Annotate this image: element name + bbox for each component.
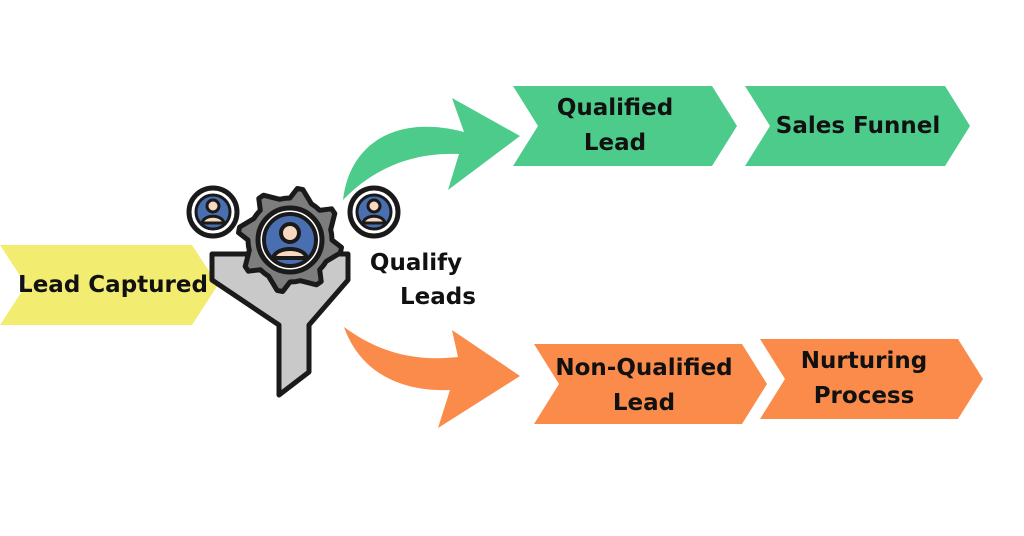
non-qualified-lead-chevron: [534, 344, 767, 424]
non-qualified-lead-line2: Lead: [612, 390, 676, 416]
qualified-lead-chevron: [513, 86, 737, 166]
center-user-avatar-icon: [262, 212, 318, 268]
nurturing-process-chevron: [760, 339, 983, 419]
qualify-leads-label: Qualify Leads: [362, 246, 492, 314]
qualified-lead-line2: Lead: [583, 130, 647, 156]
right-user-avatar-icon: [347, 185, 401, 239]
qualified-arrow-icon: [343, 98, 520, 200]
lead-captured-label: Lead Captured: [0, 245, 226, 325]
funnel-icon: [209, 251, 351, 398]
qualify-leads-line2: Leads: [400, 284, 476, 310]
lead-captured-chevron: [0, 245, 218, 325]
qualified-lead-line1: Qualified: [556, 95, 674, 121]
qualify-leads-line1: Qualify: [369, 250, 463, 276]
non-qualified-lead-line1: Non-Qualified: [555, 355, 733, 381]
qualified-lead-label: Qualified Lead: [520, 86, 710, 166]
lead-captured-text: Lead Captured: [18, 271, 208, 298]
nurturing-process-label: Nurturing Process: [764, 339, 964, 419]
non-qualified-lead-label: Non-Qualified Lead: [541, 346, 747, 426]
nurturing-process-line2: Process: [813, 383, 915, 409]
sales-funnel-text: Sales Funnel: [775, 112, 941, 139]
non-qualified-arrow-icon: [344, 327, 520, 428]
nurturing-process-line1: Nurturing: [800, 348, 928, 374]
left-user-avatar-icon: [186, 185, 240, 239]
sales-funnel-label: Sales Funnel: [760, 86, 956, 166]
sales-funnel-chevron: [745, 86, 970, 166]
